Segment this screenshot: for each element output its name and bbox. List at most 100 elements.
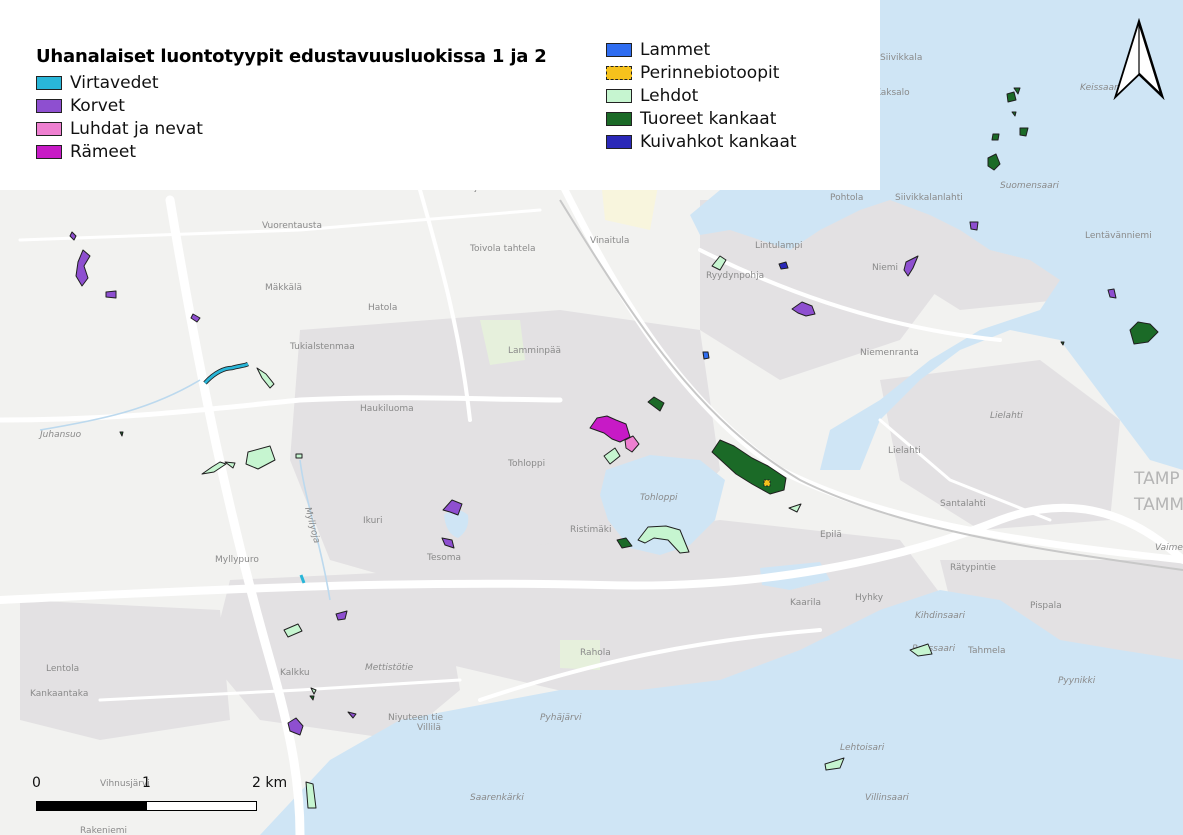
feature-lehdot: [824, 757, 845, 771]
feature-korvet: [75, 249, 91, 287]
place-name: Myllypuro: [215, 555, 259, 565]
feature-perinnebiotoopit: [763, 479, 771, 487]
feature-lehdot: [295, 453, 303, 459]
place-name: Santalahti: [940, 499, 986, 509]
place-name: Niemi: [872, 263, 898, 273]
scale-label-0: 0: [32, 775, 41, 791]
habitat-features: [69, 87, 1159, 809]
scale-bar: 0 1 2 km: [28, 770, 298, 820]
feature-korvet: [190, 313, 201, 323]
place-name: Tohloppi: [507, 459, 545, 469]
feature-lehdot: [283, 623, 303, 638]
place-name: Kalkku: [280, 668, 310, 678]
place-name: Pyhäjärvi: [540, 713, 582, 723]
legend-item-rameet: Rämeet: [36, 141, 136, 163]
place-name: Ikuri: [363, 516, 383, 526]
place-name: Lehtoisari: [840, 743, 885, 753]
legend-item-kuivahkot-kankaat: Kuivahkot kankaat: [606, 131, 797, 153]
legend-swatch: [36, 145, 62, 159]
legend-label: Lehdot: [640, 86, 699, 106]
place-name: Lielahti: [990, 411, 1023, 421]
feature-tuoreet-kankaat: [119, 431, 124, 437]
legend-item-virtavedet: Virtavedet: [36, 72, 159, 94]
feature-lehdot: [305, 781, 317, 809]
water-bodies: [260, 0, 1183, 835]
legend-label: Kuivahkot kankaat: [640, 132, 797, 152]
place-name: Kihdinsaari: [915, 611, 965, 621]
legend-item-lehdot: Lehdot: [606, 85, 698, 107]
feature-lehdot: [711, 255, 727, 271]
feature-tuoreet-kankaat: [991, 133, 1000, 141]
place-name: Lielahti: [888, 446, 921, 456]
feature-korvet: [1107, 288, 1117, 299]
place-name: Hatola: [368, 303, 397, 313]
legend-label: Virtavedet: [70, 73, 159, 93]
place-name: Saarenkärki: [470, 793, 524, 803]
place-name: Hyhky: [855, 593, 884, 603]
place-name: Lentävänniemi: [1085, 231, 1152, 241]
legend-swatch: [606, 43, 632, 57]
road-network: [0, 176, 1183, 835]
legend-title: Uhanalaiset luontotyypit edustavuusluoki…: [36, 46, 547, 67]
feature-korvet: [347, 711, 357, 719]
feature-tuoreet-kankaat: [647, 396, 665, 412]
feature-tuoreet-kankaat: [616, 537, 633, 549]
feature-lehdot: [256, 367, 275, 389]
feature-korvet: [287, 717, 304, 736]
legend-swatch: [606, 89, 632, 103]
feature-tuoreet-kankaat: [309, 695, 315, 701]
scale-label-1: 1: [142, 775, 151, 791]
feature-korvet: [335, 610, 348, 621]
place-name: Kaarila: [790, 598, 821, 608]
place-name: Kankaantaka: [30, 689, 88, 699]
feature-lehdot: [310, 687, 317, 695]
place-name: Paassaari: [912, 644, 956, 654]
place-name: Rahola: [580, 648, 611, 658]
feature-lehdot: [603, 447, 621, 465]
feature-lehdot: [637, 525, 690, 554]
feature-luhdat-ja-nevat: [624, 435, 640, 453]
feature-tuoreet-kankaat: [1129, 321, 1159, 345]
place-name: Villinsaari: [865, 793, 909, 803]
scale-label-2km: 2 km: [252, 775, 288, 791]
feature-lehdot: [788, 503, 802, 513]
legend-item-tuoreet-kankaat: Tuoreet kankaat: [606, 108, 776, 130]
streams: [39, 379, 331, 601]
legend-swatch: [36, 122, 62, 136]
scale-segment-light: [146, 801, 257, 811]
place-name: Tahmela: [967, 646, 1006, 656]
legend-label: Rämeet: [70, 142, 136, 162]
place-name: Lentola: [46, 664, 79, 674]
place-name: Pyynikki: [1058, 676, 1096, 686]
legend-item-perinnebiotoopit: Perinnebiotoopit: [606, 62, 779, 84]
feature-korvet: [791, 301, 816, 317]
feature-tuoreet-kankaat: [1060, 341, 1065, 346]
place-name: Vinaitula: [590, 236, 629, 246]
feature-lehdot: [909, 643, 933, 657]
feature-tuoreet-kankaat: [1013, 87, 1021, 95]
railway: [559, 199, 1183, 571]
place-name: Siivikkalanlahti: [895, 193, 963, 203]
place-name: Ryydynpohja: [706, 271, 764, 281]
legend-swatch: [36, 99, 62, 113]
feature-lehdot: [224, 461, 236, 469]
feature-korvet: [69, 231, 77, 241]
place-name: Vihnusjärvi: [100, 779, 150, 789]
place-name: Lamminpää: [508, 346, 561, 356]
place-name: Haukiluoma: [360, 404, 414, 414]
place-name: Keissaari: [1080, 83, 1121, 93]
place-name: Tukialstenmaa: [289, 342, 355, 352]
place-name: Siivikkala: [880, 53, 922, 63]
place-name: Rätypintie: [950, 563, 996, 573]
place-name: Suomensaari: [1000, 181, 1059, 191]
place-name: Pispala: [1030, 601, 1062, 611]
feature-tuoreet-kankaat: [987, 153, 1001, 171]
place-name-large: TAMM: [1133, 495, 1183, 515]
place-name: Villilä: [417, 723, 441, 733]
place-name: Niyuteen tie: [388, 713, 443, 723]
feature-korvet: [105, 290, 117, 299]
legend-swatch: [36, 76, 62, 90]
feature-korvet: [441, 537, 455, 549]
place-name: Pohtola: [830, 193, 863, 203]
legend-panel: Uhanalaiset luontotyypit edustavuusluoki…: [0, 0, 880, 190]
